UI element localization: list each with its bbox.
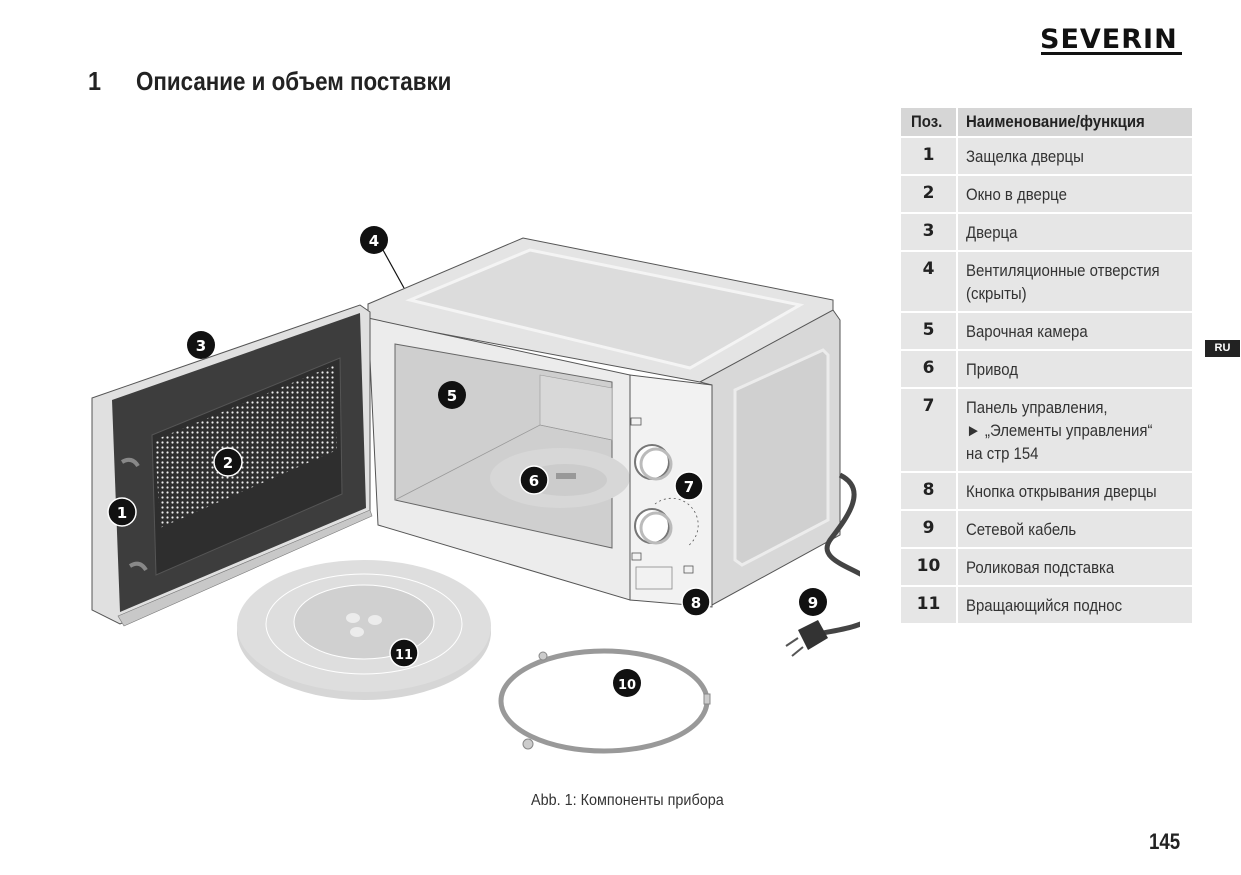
svg-text:7: 7 [684,478,694,496]
row-pos: 1 [901,138,956,174]
row-name: Привод [958,351,1193,387]
callout-2: 2 [213,447,243,477]
callout-6: 6 [519,465,549,495]
row-name-line: Кнопка открывания дверцы [966,482,1157,501]
row-name-line: Окно в дверце [966,185,1067,204]
logo-underline [1041,52,1182,55]
row-name: Вентиляционные отверстия (скрыты) [958,252,1193,311]
row-name-line: (скрыты) [966,284,1027,303]
callout-8: 8 [681,587,711,617]
row-name: Роликовая подставка [958,549,1193,585]
microwave-body [367,237,841,608]
page-number: 145 [1149,829,1181,854]
svg-text:9: 9 [808,594,818,612]
row-pos: 10 [901,549,956,585]
callout-leader-4 [382,249,405,289]
language-tab: RU [1205,340,1240,357]
table-row: 5 Варочная камера [901,313,1193,349]
header-pos: Поз. [901,108,956,136]
callout-9: 9 [799,588,827,616]
table-row: 8 Кнопка открывания дверцы [901,473,1193,509]
callout-7: 7 [674,471,704,501]
row-pos: 6 [901,351,956,387]
row-name-line: Привод [966,360,1018,379]
row-name-line: Сетевой кабель [966,520,1077,539]
row-name-line: Дверца [966,223,1018,242]
row-pos: 4 [901,252,956,311]
table-row: 11 Вращающийся поднос [901,587,1193,623]
roller-ring [498,648,711,754]
svg-text:11: 11 [395,648,413,663]
table-row: 7 Панель управления, ► „Элементы управлени… [901,389,1193,471]
row-name: Дверца [958,214,1193,250]
callout-5: 5 [438,381,466,409]
svg-text:5: 5 [447,387,457,405]
chapter-number: 1 [88,66,102,96]
table-header-row: Поз. Наименование/функция [901,108,1193,136]
table-row: 6 Привод [901,351,1193,387]
table-row: 1 Защелка дверцы [901,138,1193,174]
svg-text:1: 1 [117,504,127,522]
row-pos: 11 [901,587,956,623]
svg-text:10: 10 [618,678,636,693]
row-pos: 8 [901,473,956,509]
row-name: Вращающийся поднос [958,587,1193,623]
row-name-line: Варочная камера [966,322,1088,341]
table-row: 3 Дверца [901,214,1193,250]
callout-4: 4 [360,226,388,254]
row-name-line: на стр 154 [966,444,1039,463]
header-name: Наименование/функция [958,108,1193,136]
row-name-line: Вентиляционные отверстия [966,261,1160,280]
brand-logo: SEVERIN [1040,24,1178,55]
row-name: Варочная камера [958,313,1193,349]
svg-text:6: 6 [529,472,539,490]
row-pos: 2 [901,176,956,212]
chapter-title: Описание и объем поставки [136,66,452,96]
row-pos: 7 [901,389,956,471]
svg-text:2: 2 [223,454,233,472]
parts-table: Поз. Наименование/функция 1 Защелка дверц… [899,106,1194,625]
figure-caption: Abb. 1: Компоненты прибора [531,792,724,809]
row-name: Защелка дверцы [958,138,1193,174]
table-row: 9 Сетевой кабель [901,511,1193,547]
row-name-line: Защелка дверцы [966,147,1084,166]
row-name-line: Вращающийся поднос [966,596,1123,615]
svg-text:4: 4 [369,232,379,250]
table-row: 2 Окно в дверце [901,176,1193,212]
row-pos: 5 [901,313,956,349]
row-name: Сетевой кабель [958,511,1193,547]
callout-11: 11 [389,638,419,668]
row-name: Панель управления, ► „Элементы управления… [958,389,1193,471]
callout-3: 3 [187,331,215,359]
row-name-line: Роликовая подставка [966,558,1115,577]
row-pos: 9 [901,511,956,547]
power-cord [785,472,860,657]
table-row: 4 Вентиляционные отверстия (скрыты) [901,252,1193,311]
turntable-plate [237,560,491,700]
microwave-illustration: 1 2 3 4 5 6 7 8 9 10 11 [91,226,860,754]
svg-text:3: 3 [196,337,206,355]
callout-1: 1 [107,497,137,527]
row-name-line: ► „Элементы управления“ [966,421,1153,440]
row-pos: 3 [901,214,956,250]
svg-text:8: 8 [691,594,701,612]
callout-10: 10 [613,669,641,697]
table-row: 10 Роликовая подставка [901,549,1193,585]
row-name: Окно в дверце [958,176,1193,212]
row-name: Кнопка открывания дверцы [958,473,1193,509]
row-name-line: Панель управления, [966,398,1108,417]
